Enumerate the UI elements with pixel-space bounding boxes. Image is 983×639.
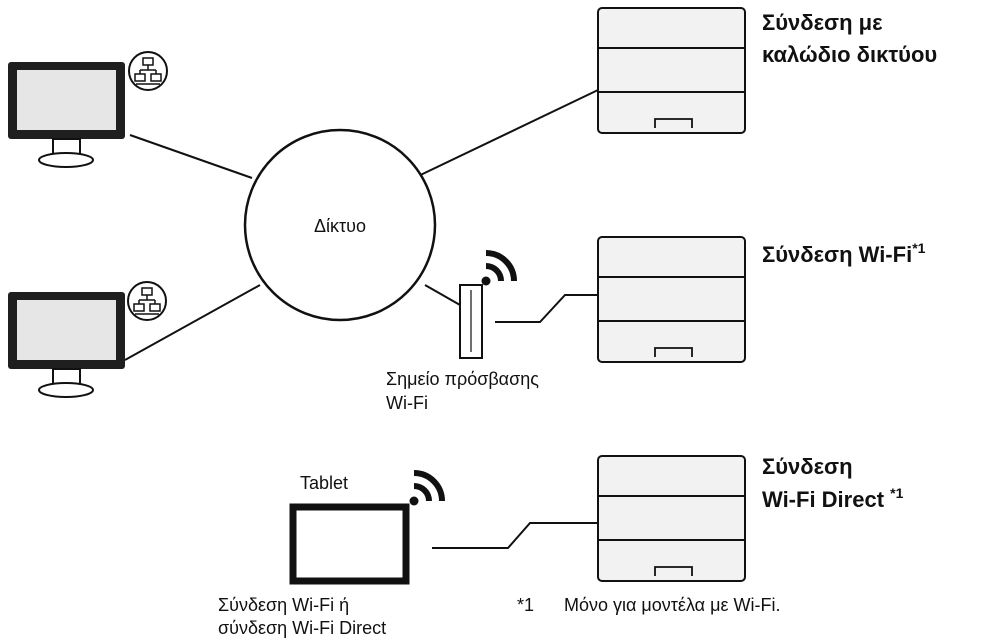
network-label: Δίκτυο [314,216,366,236]
computer-2 [8,292,125,398]
wifi-signal-icon [481,250,517,286]
footnote-mark: *1 [517,595,534,615]
wireless-link-tablet-printer3 [432,522,598,549]
network-port-icon [127,281,167,321]
network-circle [243,128,437,322]
printer-icon [597,236,746,363]
access-point-icon [459,284,483,359]
line-network-printer1 [409,89,599,181]
access-point-label-1: Σημείο πρόσβασης [386,369,539,389]
wifi-footnote-mark: *1 [912,240,925,256]
access-point-label-2: Wi-Fi [386,393,428,413]
tablet-icon [289,503,410,585]
tablet-caption-2: σύνδεση Wi-Fi Direct [218,618,386,638]
line-pc1-network [129,134,253,179]
printer-icon [597,455,746,582]
tablet-caption-1: Σύνδεση Wi-Fi ή [218,595,349,615]
monitor-base [38,152,94,168]
printer-icon [597,7,746,134]
monitor-screen [17,300,116,360]
wired-connection-label-2: καλώδιο δικτύου [762,42,937,67]
direct-connection-label-1: Σύνδεση [762,454,853,479]
network-port-icon [128,51,168,91]
line-pc2-network [124,284,261,361]
wifi-connection-label: Σύνδεση Wi-Fi*1 [762,240,926,267]
connection-lines [124,89,599,549]
direct-connection-label-2: Wi-Fi Direct *1 [762,485,904,512]
tablet-title: Tablet [300,473,348,493]
monitor-screen [17,70,116,130]
line-network-ap [424,284,461,306]
wifi-signal-icon [409,470,445,506]
monitor-base [38,382,94,398]
direct-footnote-mark: *1 [890,485,903,501]
footnote-text: Μόνο για μοντέλα με Wi-Fi. [564,595,780,615]
wired-connection-label-1: Σύνδεση με [762,10,883,35]
computer-1 [8,62,125,168]
wireless-link-ap-printer2 [495,294,598,323]
